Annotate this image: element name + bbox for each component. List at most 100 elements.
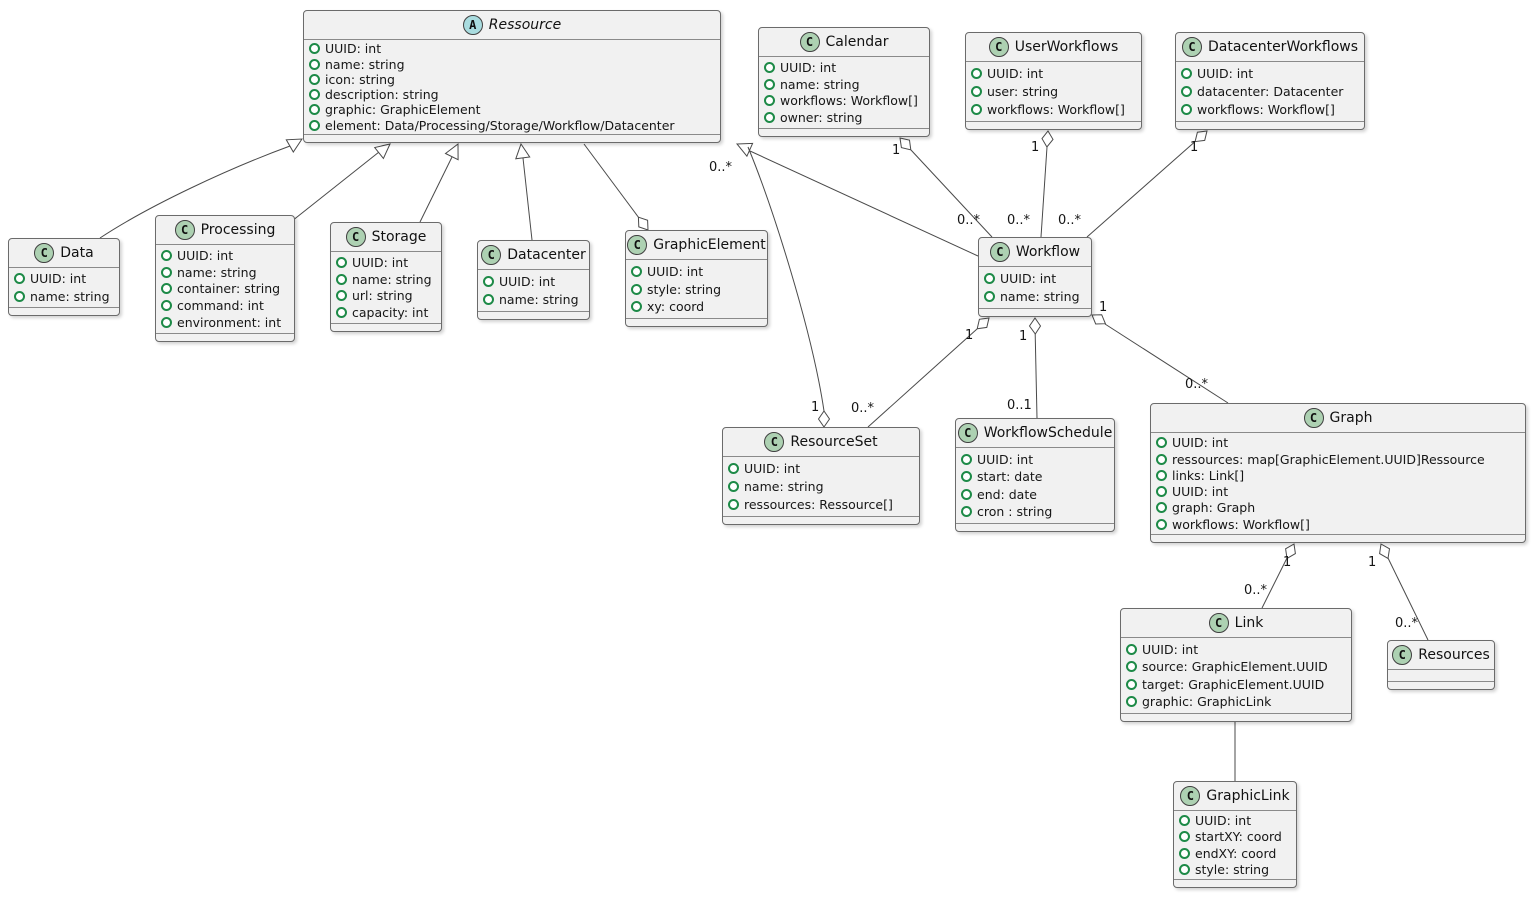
edge-line <box>1086 141 1196 238</box>
class-header: C Processing <box>156 216 294 245</box>
attribute-row: datacenter: Datacenter <box>1180 84 1358 99</box>
public-visibility-icon <box>631 265 642 277</box>
methods-compartment <box>1388 682 1494 689</box>
class-header: C Resources <box>1388 641 1494 670</box>
class-icon: C <box>174 220 195 240</box>
multiplicity-label: 1 <box>1099 300 1108 315</box>
attribute-text: name: string <box>177 264 257 280</box>
multiplicity-label: 0..* <box>1395 616 1419 631</box>
attribute-text: container: string <box>177 281 281 297</box>
public-visibility-icon <box>309 43 320 55</box>
attribute-row: environment: int <box>160 315 288 330</box>
methods-compartment <box>156 334 294 341</box>
class-name-label: Graph <box>1329 410 1373 426</box>
class-header: C Graph <box>1151 404 1525 433</box>
attribute-row: UUID: int <box>630 264 761 279</box>
attribute-row: name: string <box>160 265 288 280</box>
public-visibility-icon <box>309 73 320 85</box>
class-name-label: Workflow <box>1015 244 1081 260</box>
edge-line <box>1104 323 1229 404</box>
methods-compartment <box>331 324 441 331</box>
class-name-label: WorkflowSchedule <box>983 425 1113 441</box>
attribute-row: graphic: GraphicElement <box>308 102 714 117</box>
class-icon: C <box>989 242 1010 262</box>
class-resources: C Resources <box>1387 640 1495 690</box>
methods-compartment <box>966 122 1141 129</box>
public-visibility-icon <box>1179 815 1190 827</box>
class-name-label: Datacenter <box>507 247 586 263</box>
aggregation-diamond-icon <box>976 317 990 330</box>
public-visibility-icon <box>1126 661 1137 673</box>
attribute-text: UUID: int <box>325 41 382 57</box>
aggregation-diamond-icon <box>1194 130 1208 143</box>
edge-graph-to-resources <box>1379 543 1429 641</box>
class-workflow: C Workflow UUID: int name: string <box>978 237 1092 317</box>
attribute-row: start: date <box>960 469 1108 484</box>
attribute-row: UUID: int <box>335 255 435 270</box>
attribute-text: endXY: coord <box>1195 845 1277 861</box>
methods-compartment <box>723 517 919 524</box>
public-visibility-icon <box>764 95 775 107</box>
attribute-row: graph: Graph <box>1155 500 1519 515</box>
attribute-row: startXY: coord <box>1178 829 1290 844</box>
public-visibility-icon <box>309 119 320 131</box>
attribute-text: name: string <box>499 292 579 307</box>
attribute-text: name: string <box>780 76 860 92</box>
edge-resourceset-to-ressource <box>747 146 831 428</box>
class-icon: C <box>1303 408 1324 428</box>
edge-processing-to-ressource <box>291 143 391 222</box>
multiplicity-label: 1 <box>1031 140 1040 155</box>
public-visibility-icon <box>1126 643 1137 655</box>
public-visibility-icon <box>728 499 739 510</box>
attribute-row: cron : string <box>960 504 1108 519</box>
public-visibility-icon <box>631 301 642 313</box>
generalization-arrow-icon <box>515 142 531 160</box>
methods-compartment <box>979 309 1091 316</box>
attribute-text: style: string <box>1195 861 1270 877</box>
attribute-row: UUID: int <box>1178 813 1290 828</box>
attribute-row: name: string <box>983 289 1085 304</box>
aggregation-diamond-icon <box>817 410 831 428</box>
public-visibility-icon <box>1156 469 1167 481</box>
aggregation-diamond-icon <box>899 137 912 151</box>
edge-workflow-to-resourceset <box>867 317 990 428</box>
edge-userworkflows-to-workflow <box>1040 130 1054 238</box>
public-visibility-icon <box>961 506 972 518</box>
public-visibility-icon <box>764 78 775 90</box>
attribute-text: xy: coord <box>647 299 705 315</box>
attribute-row: UUID: int <box>983 271 1085 286</box>
class-header: C DatacenterWorkflows <box>1176 33 1364 62</box>
class-name-label: Ressource <box>488 17 562 33</box>
class-header: C WorkflowSchedule <box>956 419 1114 448</box>
attribute-row: icon: string <box>308 72 714 87</box>
methods-compartment <box>956 524 1114 531</box>
attribute-row: owner: string <box>763 110 923 125</box>
public-visibility-icon <box>161 249 172 261</box>
attribute-text: cron : string <box>977 504 1053 520</box>
class-icon: C <box>957 423 978 443</box>
class-name-label: DatacenterWorkflows <box>1207 39 1359 55</box>
attribute-text: ressources: Ressource[] <box>744 497 893 512</box>
attribute-row: name: string <box>13 289 113 304</box>
edge-graph-to-link <box>1261 543 1296 609</box>
attribute-row: endXY: coord <box>1178 846 1290 861</box>
class-icon: C <box>764 432 785 452</box>
class-icon: C <box>34 243 55 263</box>
attribute-row: user: string <box>970 84 1135 99</box>
attribute-row: UUID: int <box>763 60 923 75</box>
multiplicity-label: 1 <box>892 143 901 158</box>
class-name-label: GraphicLink <box>1206 788 1290 804</box>
class-header: C ResourceSet <box>723 428 919 457</box>
public-visibility-icon <box>309 58 320 70</box>
public-visibility-icon <box>161 300 172 312</box>
